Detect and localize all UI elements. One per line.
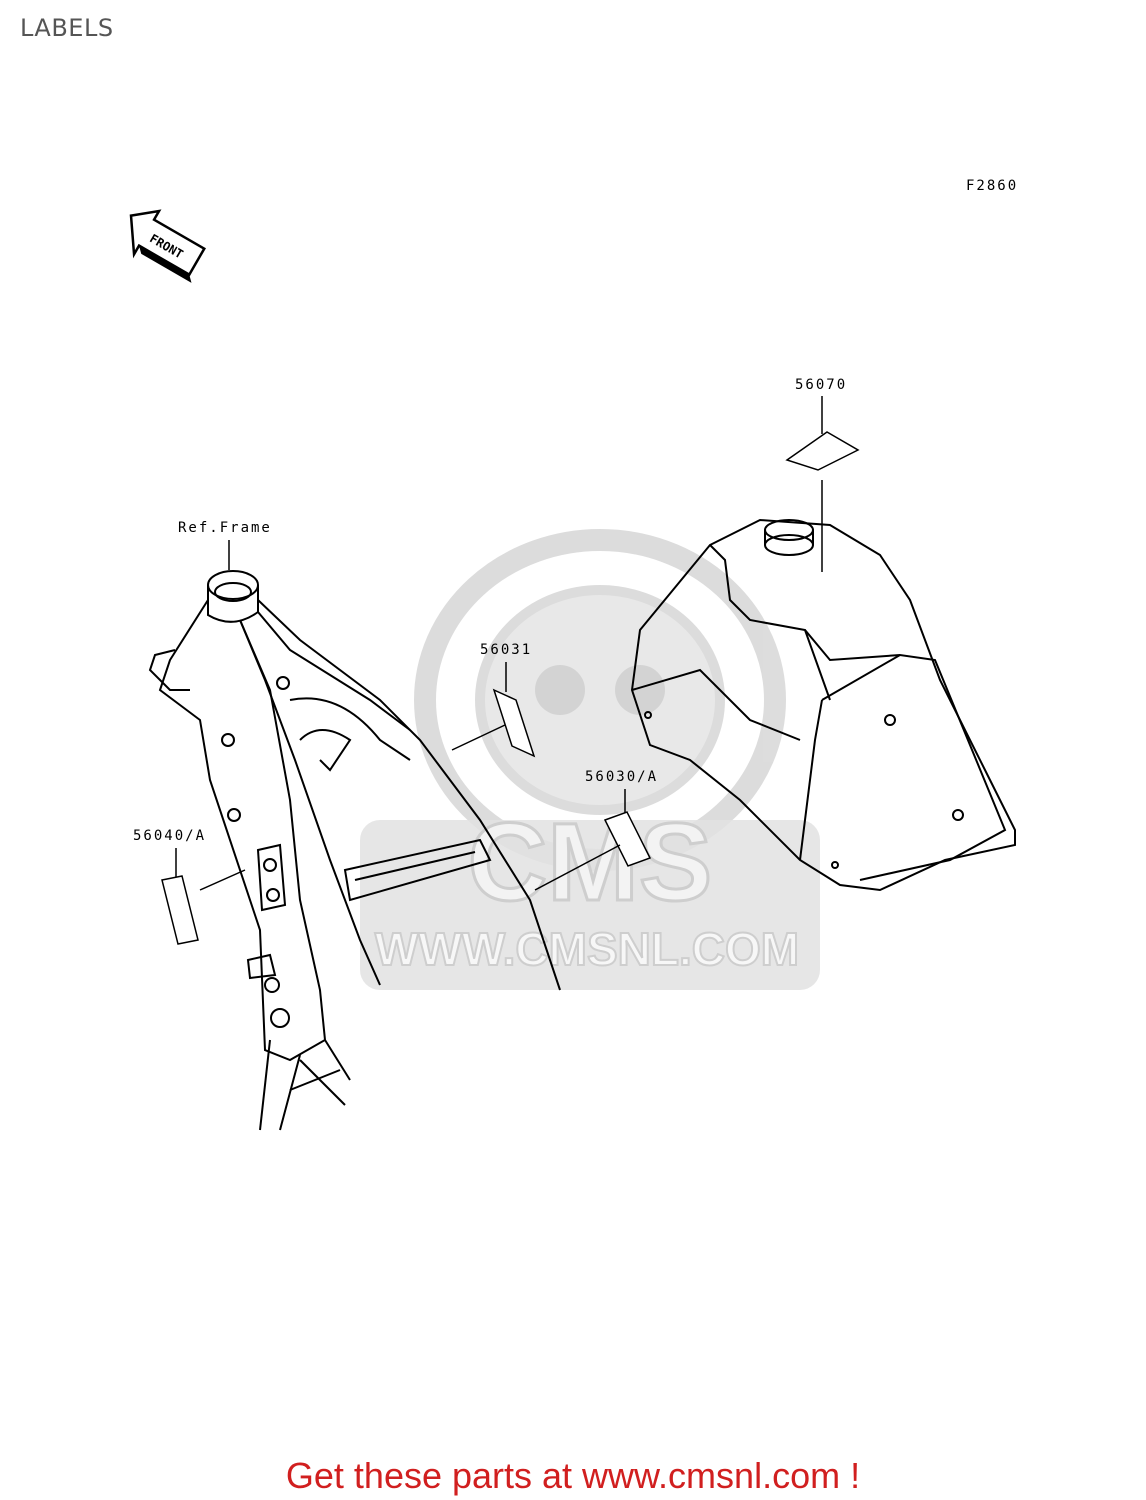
- part-56030-leader-lower: [534, 844, 621, 891]
- part-56031-sticker: [492, 688, 536, 758]
- figure-code: F2860: [966, 178, 1018, 194]
- watermark: CMS WWW.CMSNL.COM: [360, 529, 820, 990]
- frame-drawing: [148, 570, 561, 1131]
- part-56070-label: 56070: [795, 377, 847, 393]
- front-arrow-icon: FRONT: [129, 209, 206, 283]
- footer: Get these parts at www.cmsnl.com !: [0, 1455, 1146, 1497]
- page-title: LABELS: [20, 14, 114, 42]
- watermark-logo-text: CMS: [468, 801, 712, 924]
- part-56070-sticker: [785, 431, 860, 471]
- part-56030-sticker: [603, 811, 652, 867]
- part-56030-label: 56030/A: [585, 769, 658, 785]
- part-56040-sticker: [161, 875, 199, 945]
- part-56040-label: 56040/A: [133, 828, 206, 844]
- part-56040-leader-lower: [199, 869, 246, 891]
- part-56031-leader-lower: [451, 724, 506, 751]
- watermark-url: WWW.CMSNL.COM: [375, 923, 799, 975]
- fuel-tank-drawing: [630, 518, 1016, 892]
- ref-frame-label: Ref.Frame: [178, 520, 272, 536]
- cmsnl-link[interactable]: Get these parts at www.cmsnl.com !: [285, 1455, 861, 1496]
- part-56031-label: 56031: [480, 642, 532, 658]
